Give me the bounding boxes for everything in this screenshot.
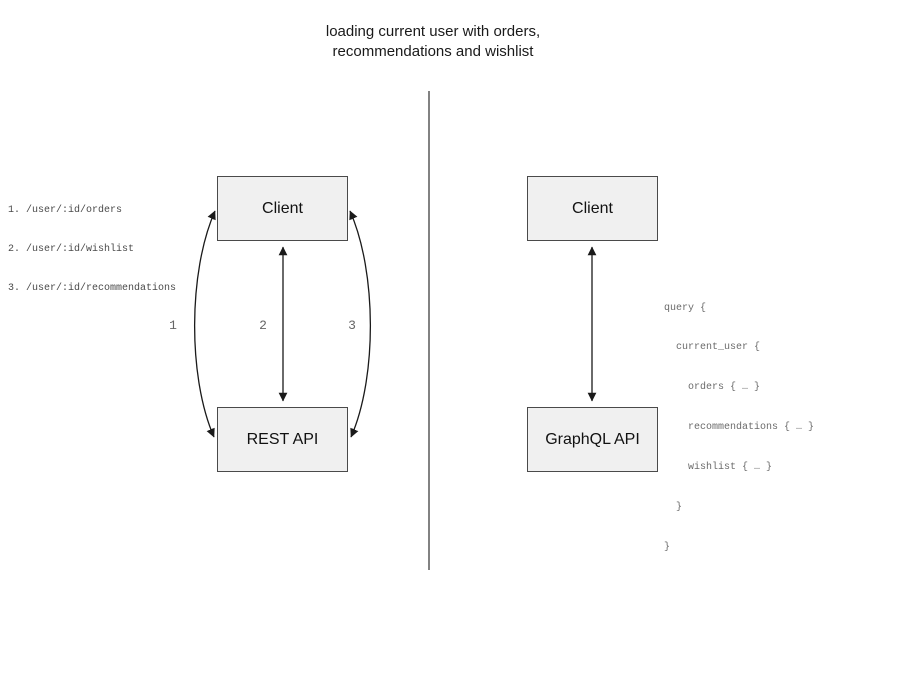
diagram-title-line1: loading current user with orders, (325, 23, 541, 40)
rest-api-label: REST API (246, 430, 319, 448)
rest-arrow-recommendations (349, 210, 372, 438)
rest-client-box: Client (217, 176, 348, 241)
query-line: current_user { (664, 342, 761, 354)
diagram-title-line2: recommendations and wishlist (332, 43, 534, 60)
query-line: query { (664, 302, 707, 314)
graphql-client-box: Client (527, 176, 658, 241)
arrow-label-1: 1 (169, 318, 177, 333)
rest-endpoint-list: 1. /user/:id/orders 2. /user/:id/wishlis… (8, 178, 176, 321)
rest-api-box: REST API (217, 407, 348, 472)
query-line: } (664, 541, 671, 553)
graphql-api-box: GraphQL API (527, 407, 658, 472)
rest-endpoint-wishlist: 2. /user/:id/wishlist (8, 244, 135, 255)
query-line: orders { … } (664, 382, 761, 394)
rest-endpoint-recommendations: 3. /user/:id/recommendations (8, 283, 177, 294)
query-line: } (664, 502, 683, 514)
rest-endpoint-orders: 1. /user/:id/orders (8, 205, 123, 216)
graphql-client-label: Client (572, 199, 613, 217)
graphql-api-label: GraphQL API (545, 430, 640, 448)
diagram-title: loading current user with orders, recomm… (233, 22, 633, 62)
arrow-label-2: 2 (259, 318, 267, 333)
query-line: recommendations { … } (664, 422, 815, 434)
graphql-query-snippet: query { current_user { orders { … } reco… (664, 275, 814, 581)
rest-client-label: Client (262, 199, 303, 217)
arrow-label-3: 3 (348, 318, 356, 333)
query-line: wishlist { … } (664, 462, 773, 474)
rest-arrow-orders (193, 210, 216, 438)
